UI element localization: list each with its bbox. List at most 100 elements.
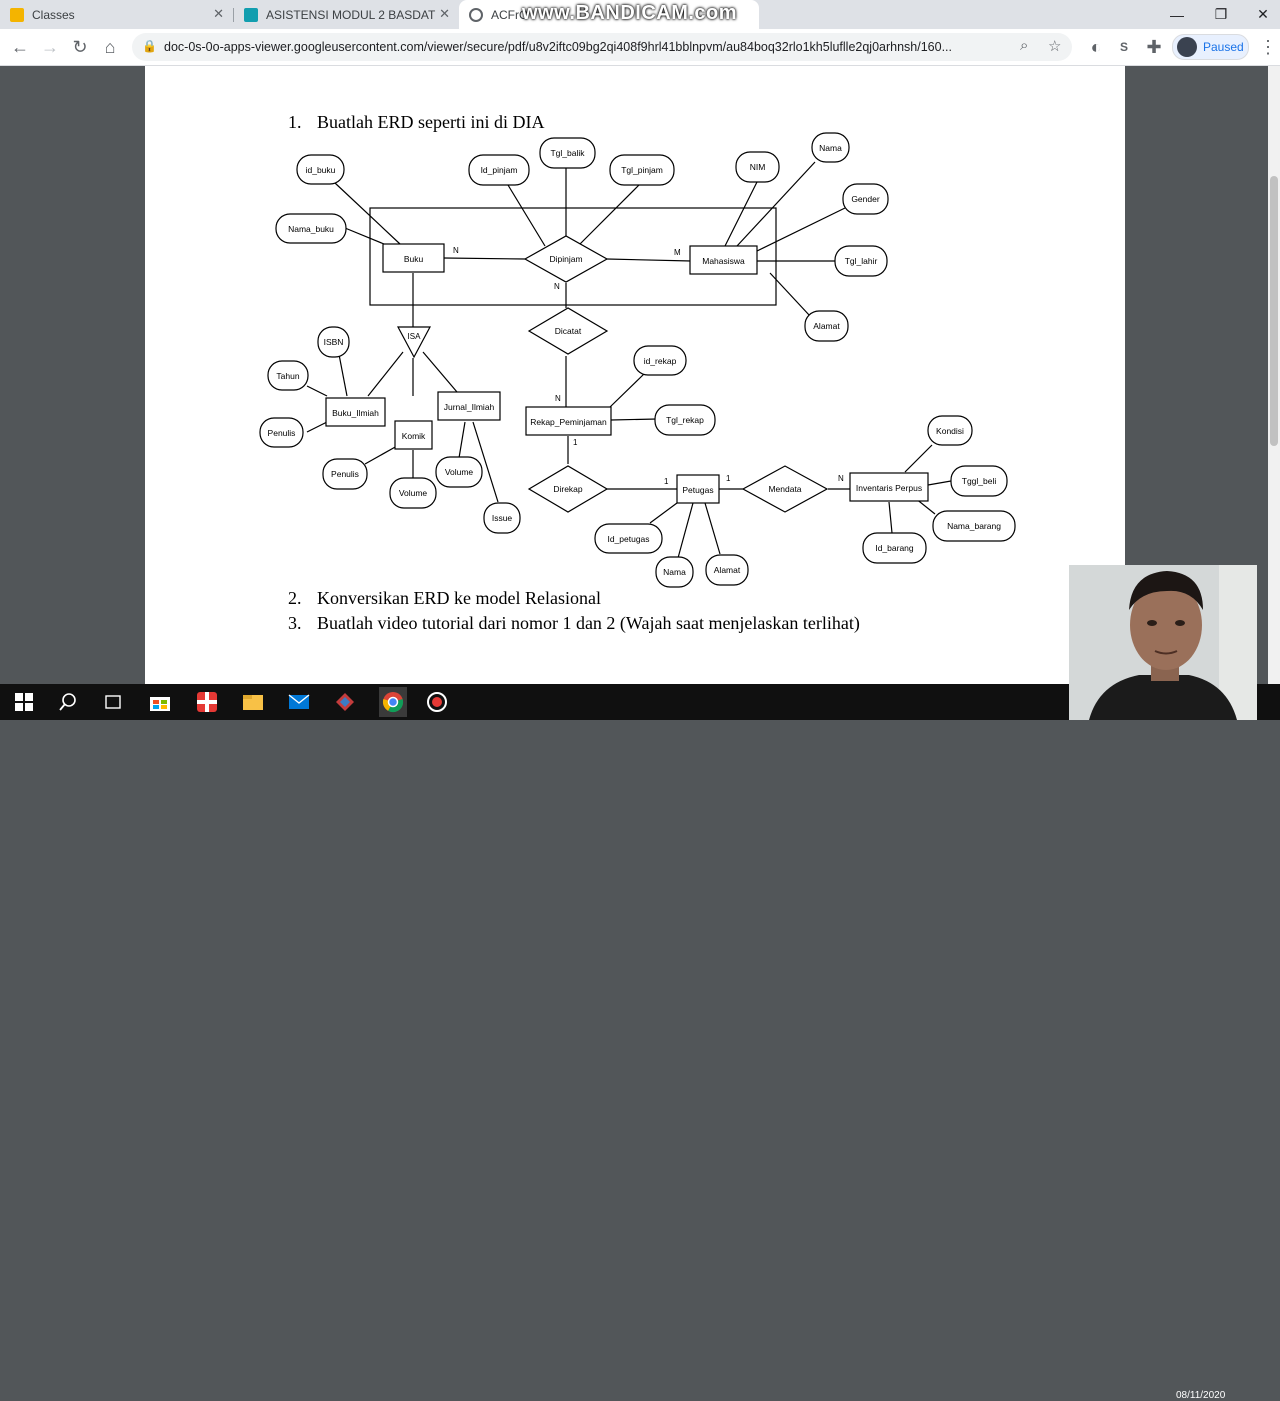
attribute-penulis-ilmiah: Penulis	[259, 417, 304, 448]
mail-icon[interactable]	[287, 690, 311, 714]
avatar	[1177, 37, 1197, 57]
extension-s-icon[interactable]: S	[1119, 40, 1128, 54]
item-text: Konversikan ERD ke model Relasional	[317, 588, 601, 608]
gift-app-icon[interactable]	[195, 690, 219, 714]
close-icon[interactable]: ✕	[439, 6, 450, 21]
attribute-alamat-petugas: Alamat	[705, 554, 749, 586]
close-window-button[interactable]: ✕	[1257, 6, 1269, 22]
attribute-label: Gender	[851, 194, 880, 204]
entity-label: Buku_Ilmiah	[332, 408, 379, 418]
attribute-id-petugas: Id_petugas	[594, 523, 663, 554]
tab-title: Classes	[32, 7, 75, 22]
attribute-label: ISBN	[324, 337, 344, 347]
entity-buku: Buku	[382, 243, 445, 273]
lock-icon: 🔒	[142, 39, 157, 53]
cardinality: 1	[573, 438, 578, 447]
globe-icon	[469, 7, 483, 22]
attribute-label: Nama_buku	[288, 224, 334, 234]
file-explorer-icon[interactable]	[241, 690, 265, 714]
cardinality-labels: N M N N 1 1 1 N	[453, 246, 844, 486]
attribute-label: Tgl_balik	[550, 148, 585, 158]
attribute-volume-komik: Volume	[389, 477, 437, 509]
relationship-dipinjam: Dipinjam	[523, 235, 609, 283]
attribute-label: Tggl_beli	[962, 476, 997, 486]
entity-buku-ilmiah: Buku_Ilmiah	[325, 397, 386, 427]
entity-mahasiswa: Mahasiswa	[689, 245, 758, 275]
relationship-mendata: Mendata	[741, 465, 829, 513]
list-item-3: 3. Buatlah video tutorial dari nomor 1 d…	[288, 613, 860, 634]
entity-petugas: Petugas	[676, 474, 720, 504]
address-bar[interactable]: 🔒 doc-0s-0o-apps-viewer.googleuserconten…	[132, 33, 1072, 61]
zoom-icon[interactable]: ⌕	[1020, 37, 1029, 54]
attribute-label: Nama	[663, 567, 686, 577]
bandicam-watermark: www.BANDICAM.com	[522, 2, 738, 24]
attribute-label: Alamat	[714, 565, 741, 575]
attribute-tgl-rekap: Tgl_rekap	[654, 404, 716, 436]
back-button[interactable]: ←	[11, 36, 29, 57]
attribute-id-pinjam: Id_pinjam	[468, 154, 530, 186]
presenter-face-image	[1069, 565, 1257, 720]
attribute-tggl-beli: Tggl_beli	[950, 465, 1008, 497]
attribute-label: id_rekap	[644, 356, 677, 366]
page-scrollbar[interactable]	[1268, 66, 1280, 684]
maximize-button[interactable]: ❐	[1214, 6, 1228, 22]
cardinality: N	[838, 474, 844, 483]
menu-kebab-icon[interactable]: ⋮	[1259, 36, 1277, 57]
entity-jurnal-ilmiah: Jurnal_Ilmiah	[437, 391, 501, 421]
attribute-id-barang: Id_barang	[862, 532, 927, 564]
attribute-nama-petugas: Nama	[655, 556, 694, 588]
reload-button[interactable]: ↻	[72, 36, 88, 57]
forward-button[interactable]: →	[41, 36, 59, 57]
list-item-1: 1. Buatlah ERD seperti ini di DIA	[288, 112, 544, 132]
attribute-nama-buku: Nama_buku	[275, 213, 347, 244]
relationship-label: Dicatat	[555, 326, 582, 336]
search-icon[interactable]	[56, 690, 80, 714]
attribute-label: Volume	[399, 488, 428, 498]
scrollbar-thumb[interactable]	[1270, 176, 1278, 446]
chrome-icon[interactable]	[379, 687, 407, 717]
extensions-puzzle-icon[interactable]: ✚	[1146, 36, 1162, 57]
profile-button[interactable]: Paused	[1172, 34, 1249, 60]
attribute-volume-jurnal: Volume	[435, 456, 483, 488]
windows-start-icon[interactable]	[12, 690, 36, 714]
close-icon[interactable]: ✕	[213, 6, 224, 21]
pdf-page: 1. Buatlah ERD seperti ini di DIA	[145, 66, 1125, 684]
pdf-viewer: 1. Buatlah ERD seperti ini di DIA	[0, 66, 1280, 684]
attribute-isbn: ISBN	[317, 326, 350, 358]
task-view-icon[interactable]	[101, 690, 125, 714]
app-icon[interactable]	[333, 690, 357, 714]
cardinality: N	[555, 394, 561, 403]
tab-acfro[interactable]: ACFrO	[459, 0, 759, 29]
attribute-issue: Issue	[483, 502, 521, 534]
profile-status: Paused	[1203, 40, 1244, 54]
tab-asistensi[interactable]: ASISTENSI MODUL 2 BASDAT ✕	[234, 0, 458, 29]
entity-label: Jurnal_Ilmiah	[444, 402, 495, 412]
home-button[interactable]: ⌂	[104, 36, 116, 57]
entity-label: Rekap_Peminjaman	[530, 417, 607, 427]
bandicam-record-icon[interactable]	[425, 690, 449, 714]
tab-separator	[233, 8, 234, 22]
relationship-dicatat: Dicatat	[527, 307, 609, 355]
relationship-label: Direkap	[553, 484, 583, 494]
attribute-penulis-komik: Penulis	[322, 458, 368, 490]
attribute-label: Penulis	[331, 469, 359, 479]
tab-classes[interactable]: Classes ✕	[0, 0, 232, 29]
attribute-tgl-lahir: Tgl_lahir	[834, 245, 888, 277]
attribute-label: Tgl_rekap	[666, 415, 704, 425]
bookmark-star-icon[interactable]: ☆	[1048, 38, 1062, 55]
browser-toolbar: ← → ↻ ⌂ 🔒 doc-0s-0o-apps-viewer.googleus…	[0, 29, 1280, 66]
sync-icon[interactable]: ◐	[1090, 36, 1102, 57]
attribute-label: Issue	[492, 513, 513, 523]
cardinality: N	[554, 282, 560, 291]
relationship-direkap: Direkap	[527, 465, 609, 513]
attribute-label: Id_barang	[875, 543, 914, 553]
windows-taskbar: 08/11/2020	[0, 684, 1280, 1401]
cardinality: M	[674, 248, 681, 257]
attribute-tahun: Tahun	[267, 360, 309, 391]
connector-lines	[306, 161, 952, 559]
cardinality: N	[453, 246, 459, 255]
minimize-button[interactable]: —	[1170, 6, 1184, 23]
aggregation-box	[369, 207, 777, 306]
store-icon[interactable]	[148, 690, 172, 714]
webcam-overlay	[1069, 565, 1257, 720]
